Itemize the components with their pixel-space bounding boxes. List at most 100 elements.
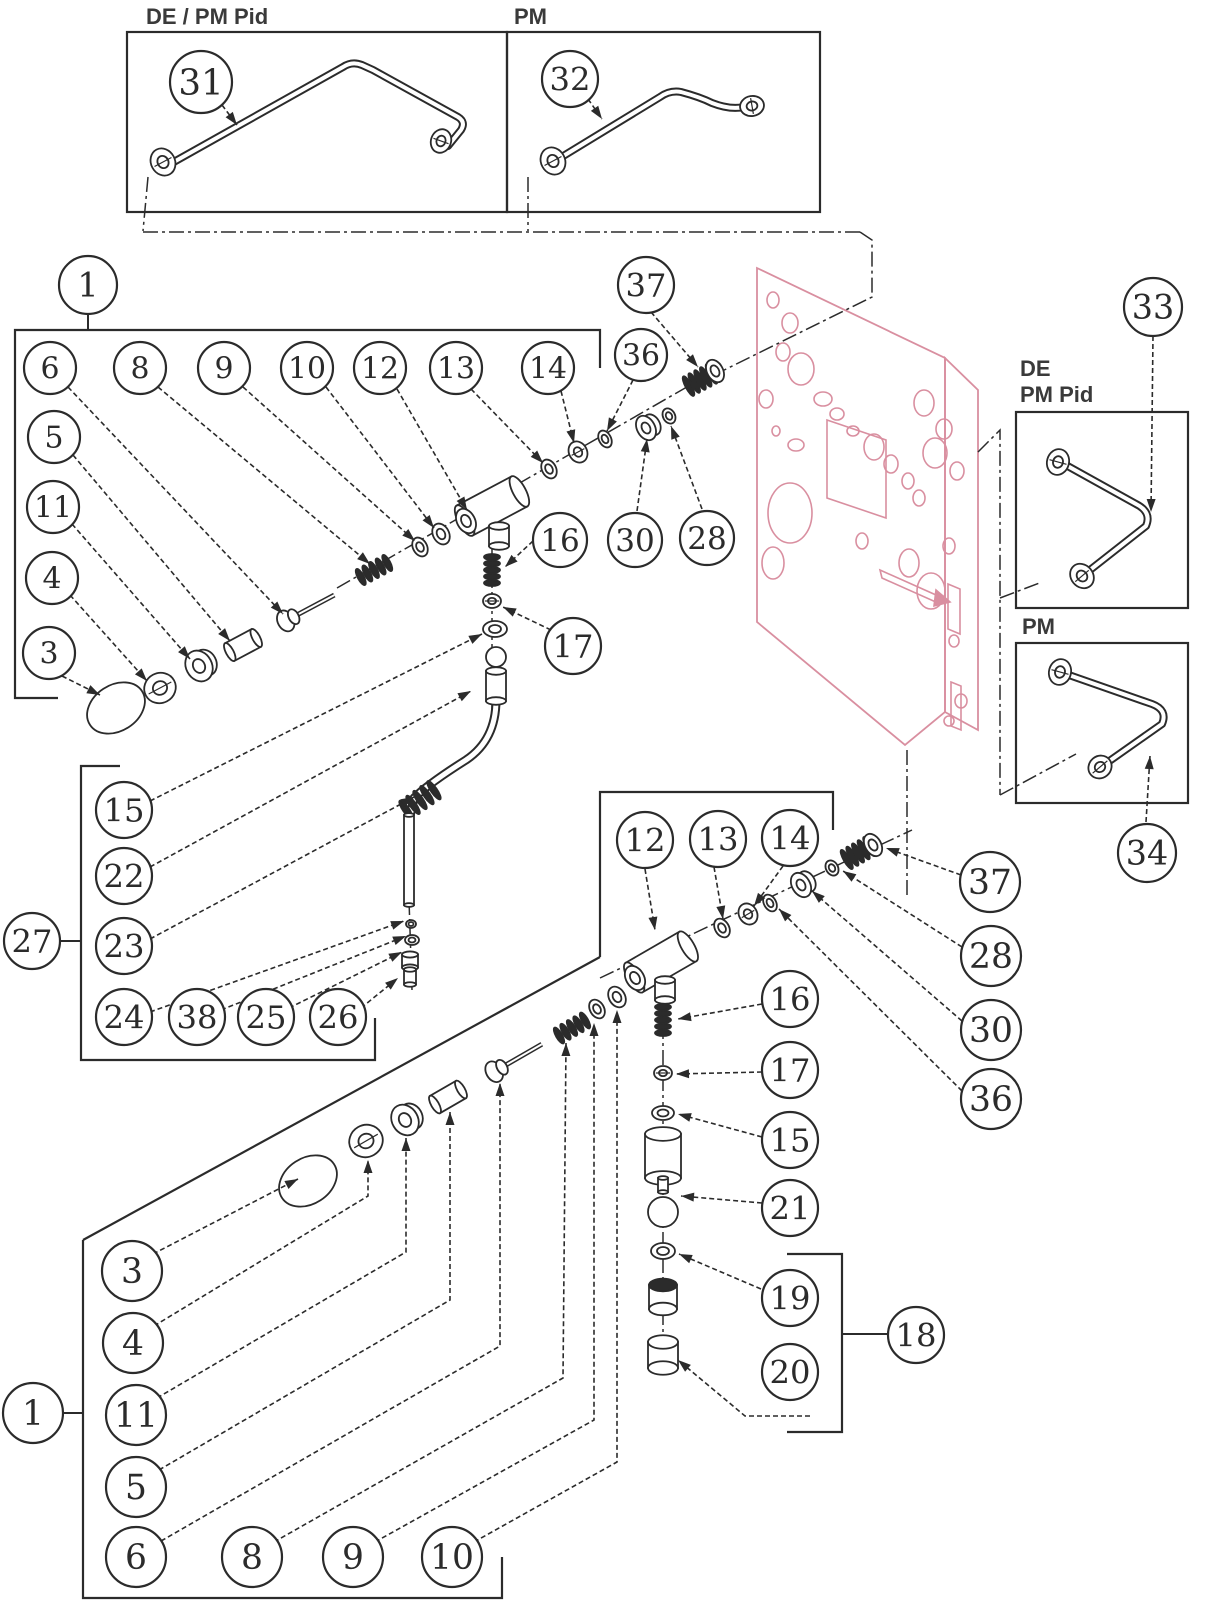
panel-hole-20 — [898, 548, 920, 578]
spring-grip-23-turn-2 — [412, 789, 428, 811]
spout-tube-cap2 — [403, 902, 415, 908]
panel-hole-2 — [775, 342, 791, 362]
valve-port-upper-cap2 — [488, 541, 510, 551]
nozzle-25-cap1 — [401, 950, 419, 959]
washer-13-upper-inner — [544, 463, 554, 475]
panel-hole-23 — [771, 425, 781, 437]
callout-label-33-20: 33 — [1132, 288, 1174, 327]
valve-body-upper-cap2 — [508, 475, 531, 508]
callout-label-14-9: 14 — [529, 351, 567, 386]
callout-label-37-14: 37 — [626, 266, 667, 304]
fitting-16-upper-turn-1 — [483, 559, 501, 568]
leader-15-lower — [677, 1113, 763, 1138]
panel-hole-12 — [767, 482, 813, 544]
callout-25-28 — [236, 987, 296, 1047]
fitting-16-upper-turn-2 — [483, 566, 501, 574]
callout-4-12 — [24, 550, 80, 606]
leader-24-group27-arrow — [390, 921, 404, 930]
leader-33-arrow — [1146, 498, 1156, 512]
callout-label-36-15: 36 — [622, 338, 660, 373]
panel-detail-0 — [826, 418, 887, 520]
callout-label-1-2: 1 — [77, 266, 98, 305]
callout-14-32 — [760, 808, 820, 868]
knob-egg-upper — [86, 681, 146, 735]
screw-upper-collar — [286, 608, 301, 626]
leader-10-lower-arrow — [612, 1010, 622, 1023]
valve-opening-upper-inner — [460, 513, 472, 529]
washer-36-lower-inner — [765, 897, 775, 909]
callout-label-28-18: 28 — [687, 521, 727, 557]
leader-14-lower-arrow — [754, 892, 766, 906]
callout-label-27-22: 27 — [12, 922, 53, 960]
callout-4-46 — [101, 1311, 165, 1375]
callout-14-9 — [520, 340, 576, 396]
panel-hole-16 — [935, 418, 953, 440]
panel-hole-1 — [781, 312, 799, 334]
callout-label-17-38: 17 — [770, 1051, 811, 1089]
leader-15-group27-arrow — [468, 634, 482, 644]
callout-label-1-44: 1 — [22, 1394, 44, 1434]
panel-detail-4 — [950, 680, 962, 732]
leader-16-upper-arrow — [505, 554, 518, 567]
callout-label-12-7: 12 — [361, 351, 399, 386]
hex-adapter-upper-cap1 — [485, 666, 507, 676]
panel-hole-0 — [766, 291, 780, 309]
callout-label-38-27: 38 — [177, 998, 218, 1036]
callout-36-15 — [613, 327, 669, 383]
callout-label-30-17: 30 — [615, 523, 655, 559]
leader-37-lower — [885, 847, 962, 876]
leader-10-upper-arrow — [422, 514, 434, 528]
leader-13-upper — [470, 388, 544, 464]
cup-19-bottom — [648, 1301, 678, 1317]
panel-hole-15 — [913, 389, 935, 417]
panel-hole-17 — [922, 437, 948, 469]
callout-32-1 — [540, 49, 600, 109]
leader-23-group27-arrow — [400, 797, 414, 808]
spout-tube-cap1 — [403, 812, 415, 818]
callout-1-2 — [57, 254, 119, 316]
disc-30-upper-inner — [640, 421, 652, 435]
callout-38-27 — [167, 987, 227, 1047]
callout-label-17-19: 17 — [553, 627, 594, 665]
leader-26-group27-arrow — [385, 978, 398, 990]
leader-28-lower — [842, 870, 963, 948]
knob-egg-lower — [278, 1154, 338, 1208]
leader-4-lower-arrow — [363, 1160, 373, 1173]
callout-label-31-0: 31 — [178, 62, 223, 103]
pipe-34-outline — [1062, 670, 1168, 766]
fitting-16-lower-turn-0 — [654, 1003, 672, 1011]
flange-nut-lower-inner — [397, 1112, 413, 1128]
callout-label-20-42: 20 — [770, 1353, 811, 1391]
leader-19-lower-arrow — [679, 1254, 693, 1264]
panel-hole-26 — [943, 715, 955, 727]
callout-22-24 — [94, 846, 154, 906]
panel-hole-14 — [855, 532, 869, 550]
label-de-pm-pid-top: DE / PM Pid — [146, 4, 268, 29]
callout-label-36-36: 36 — [969, 1080, 1013, 1120]
leader-11-lower-arrow — [401, 1138, 411, 1151]
callout-20-42 — [760, 1342, 820, 1402]
panel-hole-10 — [883, 454, 899, 474]
leader-12-upper-arrow — [456, 496, 467, 510]
callout-label-3-13: 3 — [39, 636, 58, 671]
leader-37-upper-arrow — [686, 354, 698, 367]
callout-label-28-34: 28 — [969, 937, 1013, 977]
leader-5-upper-arrow — [218, 628, 230, 641]
ball-22-upper — [485, 646, 507, 668]
leader-20-lower — [677, 1359, 810, 1417]
leader-11-lower — [156, 1138, 407, 1399]
pipe-33-outline — [1060, 460, 1152, 574]
panel-hole-11 — [901, 472, 915, 490]
callout-16-37 — [760, 969, 820, 1029]
callout-12-7 — [352, 340, 408, 396]
callout-8-50 — [220, 1525, 284, 1589]
washer-36-upper-inner — [600, 433, 610, 445]
leader-21-lower-arrow — [681, 1192, 695, 1202]
panel-hole-4 — [758, 389, 774, 409]
callout-label-37-33: 37 — [968, 863, 1012, 903]
spring-grip-23-turn-4 — [426, 780, 442, 801]
callout-30-17 — [606, 511, 664, 569]
callout-3-13 — [21, 625, 77, 681]
label-de-right: DE — [1020, 356, 1051, 381]
panel-face-1 — [944, 355, 979, 732]
